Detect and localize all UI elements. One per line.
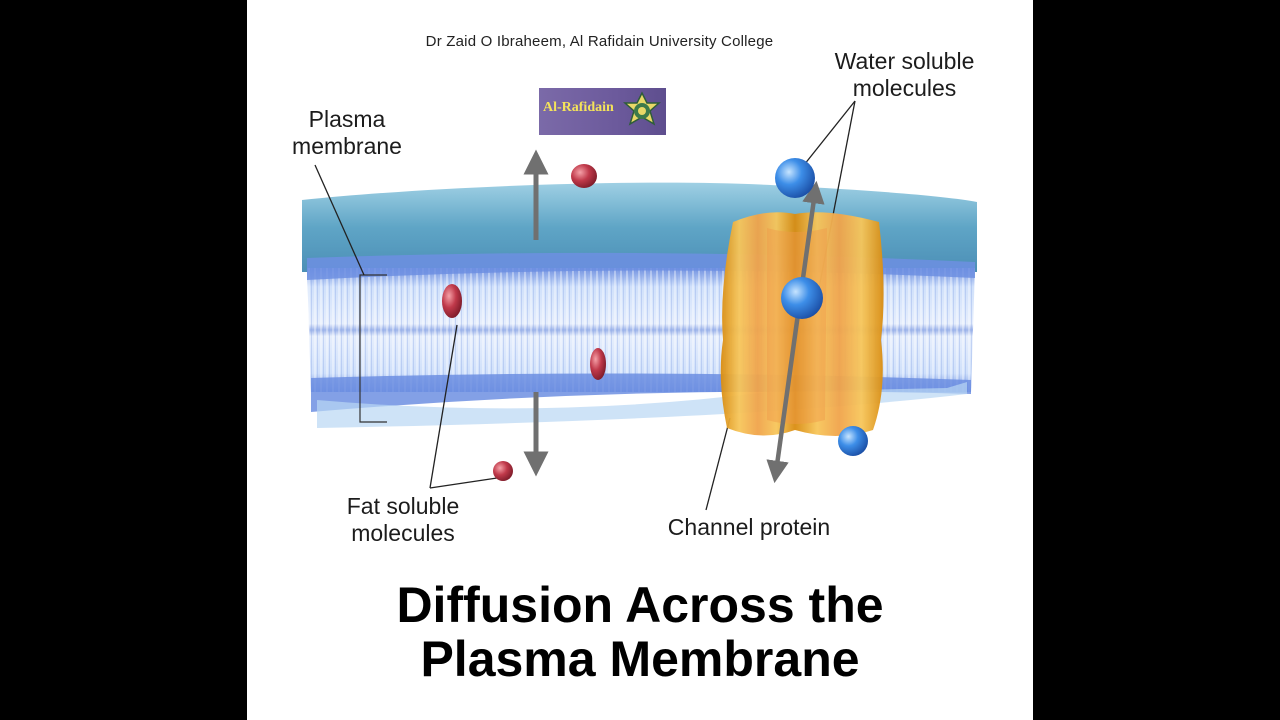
water-molecule	[838, 426, 868, 456]
fat-molecule	[571, 164, 597, 188]
channel-arrow	[766, 180, 825, 484]
water-leader-1	[799, 100, 856, 171]
membrane-diagram	[302, 100, 977, 511]
water-soluble-label-line2: molecules	[852, 75, 957, 101]
plasma-membrane-leader	[314, 164, 365, 276]
plasma-membrane-label-line1: Plasma	[308, 106, 386, 132]
fat-molecule	[442, 284, 462, 318]
fat-leader-1	[429, 324, 458, 489]
water-molecule	[781, 277, 823, 319]
water-soluble-label-line1: Water soluble	[834, 48, 975, 74]
slide-title-line1: Diffusion Across the	[396, 577, 884, 633]
slide-title: Diffusion Across the Plasma Membrane	[247, 578, 1033, 686]
water-molecule	[775, 158, 815, 198]
fat-soluble-label-line1: Fat soluble	[346, 493, 460, 519]
fat-molecule	[590, 348, 606, 380]
author-credit: Dr Zaid O Ibraheem, Al Rafidain Universi…	[425, 33, 774, 50]
water-soluble-label: Water soluble molecules	[812, 48, 997, 102]
membrane-bracket	[359, 274, 387, 423]
channel-protein-label: Channel protein	[667, 514, 831, 540]
slide: Dr Zaid O Ibraheem, Al Rafidain Universi…	[247, 0, 1033, 720]
fat-soluble-label: Fat soluble molecules	[323, 493, 483, 547]
plasma-membrane-label: Plasma membrane	[277, 106, 417, 160]
university-logo: Al-Rafidain	[539, 88, 666, 135]
fat-molecule	[493, 461, 513, 481]
seal-icon	[623, 91, 661, 126]
logo-text: Al-Rafidain	[543, 100, 614, 115]
plasma-membrane-label-line2: membrane	[292, 133, 402, 159]
channel-protein	[720, 212, 884, 436]
fat-soluble-label-line2: molecules	[351, 520, 455, 546]
channel-leader	[705, 417, 731, 511]
fat-leader-2	[429, 477, 498, 489]
slide-title-line2: Plasma Membrane	[420, 631, 860, 687]
